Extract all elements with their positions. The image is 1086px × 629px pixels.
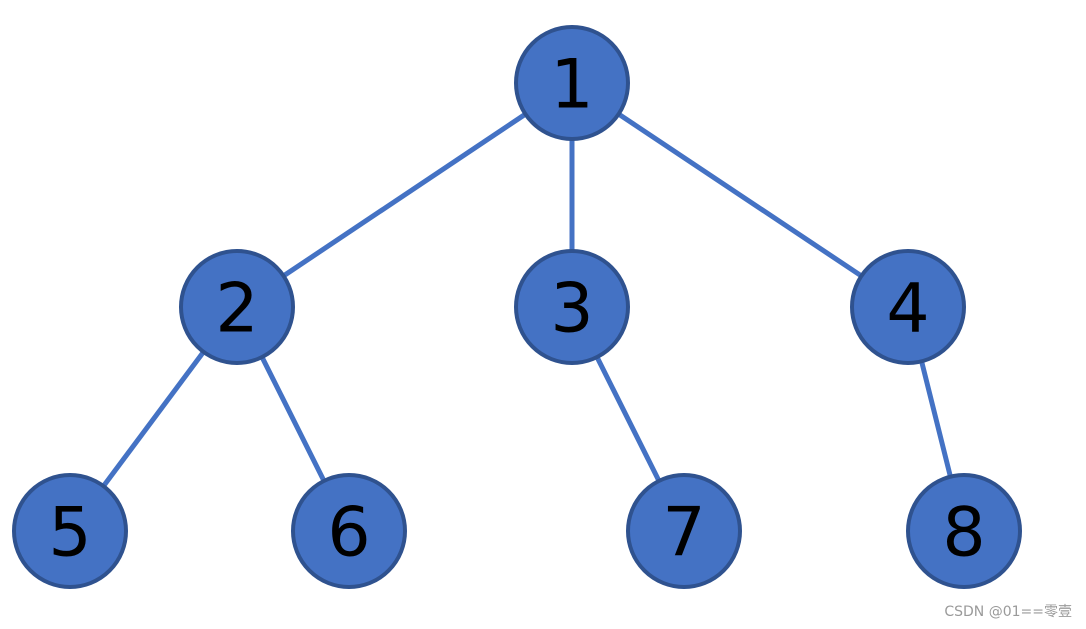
- tree-node-4: 4: [850, 249, 966, 365]
- tree-node-3: 3: [514, 249, 630, 365]
- tree-node-8: 8: [906, 473, 1022, 589]
- watermark-text: CSDN @01==零壹: [944, 604, 1072, 620]
- node-circle: [514, 249, 630, 365]
- tree-node-7: 7: [626, 473, 742, 589]
- edge-n1-n2: [282, 112, 527, 278]
- edge-n2-n6: [259, 355, 327, 483]
- node-label: 2: [215, 270, 258, 349]
- node-label: 4: [886, 270, 929, 349]
- edge-n2-n5: [101, 350, 206, 488]
- node-label: 5: [48, 494, 91, 573]
- tree-node-5: 5: [12, 473, 128, 589]
- node-circle: [850, 249, 966, 365]
- node-label: 3: [550, 270, 593, 349]
- edge-n4-n8: [919, 360, 953, 478]
- nodes-layer: 1 2 3 4 5 6 7 8: [12, 25, 1022, 589]
- node-label: 7: [662, 494, 705, 573]
- node-circle: [626, 473, 742, 589]
- node-circle: [179, 249, 295, 365]
- edge-n1-n4: [617, 111, 863, 279]
- node-label: 1: [550, 46, 593, 125]
- node-label: 8: [942, 494, 985, 573]
- node-circle: [906, 473, 1022, 589]
- node-circle: [12, 473, 128, 589]
- node-circle: [291, 473, 407, 589]
- tree-node-6: 6: [291, 473, 407, 589]
- tree-node-2: 2: [179, 249, 295, 365]
- edge-n3-n7: [594, 355, 662, 483]
- tree-node-1: 1: [514, 25, 630, 141]
- edges-layer: [101, 111, 953, 488]
- node-circle: [514, 25, 630, 141]
- node-label: 6: [327, 494, 370, 573]
